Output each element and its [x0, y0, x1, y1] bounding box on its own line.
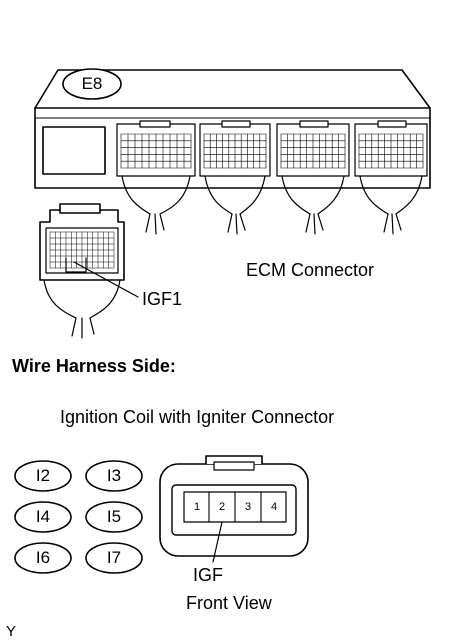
front-view-label: Front View [186, 593, 272, 613]
ecm-code-badge [62, 68, 122, 100]
pin-1-label: 1 [193, 501, 201, 513]
ecm-side-connector-pins [49, 231, 115, 269]
igf1-leader-line [73, 261, 139, 298]
ecm-side-connector-wires [43, 279, 121, 339]
ignition-connector-code-badges [14, 460, 143, 574]
code-badge-i7 [85, 542, 143, 574]
code-i2: I2 [35, 466, 51, 485]
code-badge-i3 [85, 460, 143, 492]
code-badge-i5 [85, 501, 143, 533]
ignition-coil-title: Ignition Coil with Igniter Connector [60, 407, 335, 427]
code-badge-i4 [14, 501, 72, 533]
code-i6: I6 [35, 548, 51, 567]
pin-4-label: 4 [270, 501, 278, 513]
igf1-terminal-label: IGF1 [142, 289, 183, 309]
section-heading: Wire Harness Side: [12, 356, 176, 376]
ecm-window [42, 126, 106, 175]
code-i7: I7 [106, 548, 122, 567]
code-badge-i2 [14, 460, 72, 492]
igf-terminal-label: IGF [193, 565, 223, 585]
ecm-socket-pins [120, 133, 424, 169]
figure-code: Y [6, 623, 17, 640]
code-badge-i6 [14, 542, 72, 574]
pin-2-label: 2 [218, 501, 226, 513]
pin-3-label: 3 [244, 501, 252, 513]
code-i3: I3 [106, 466, 122, 485]
ignition-coil-connector [159, 455, 309, 557]
code-i4: I4 [35, 507, 51, 526]
ecm-connector-code: E8 [81, 74, 103, 93]
ecm-connector-caption: ECM Connector [246, 260, 375, 280]
ecm-harness-wires [121, 175, 423, 235]
igf-leader-line [212, 521, 223, 563]
code-i5: I5 [106, 507, 122, 526]
